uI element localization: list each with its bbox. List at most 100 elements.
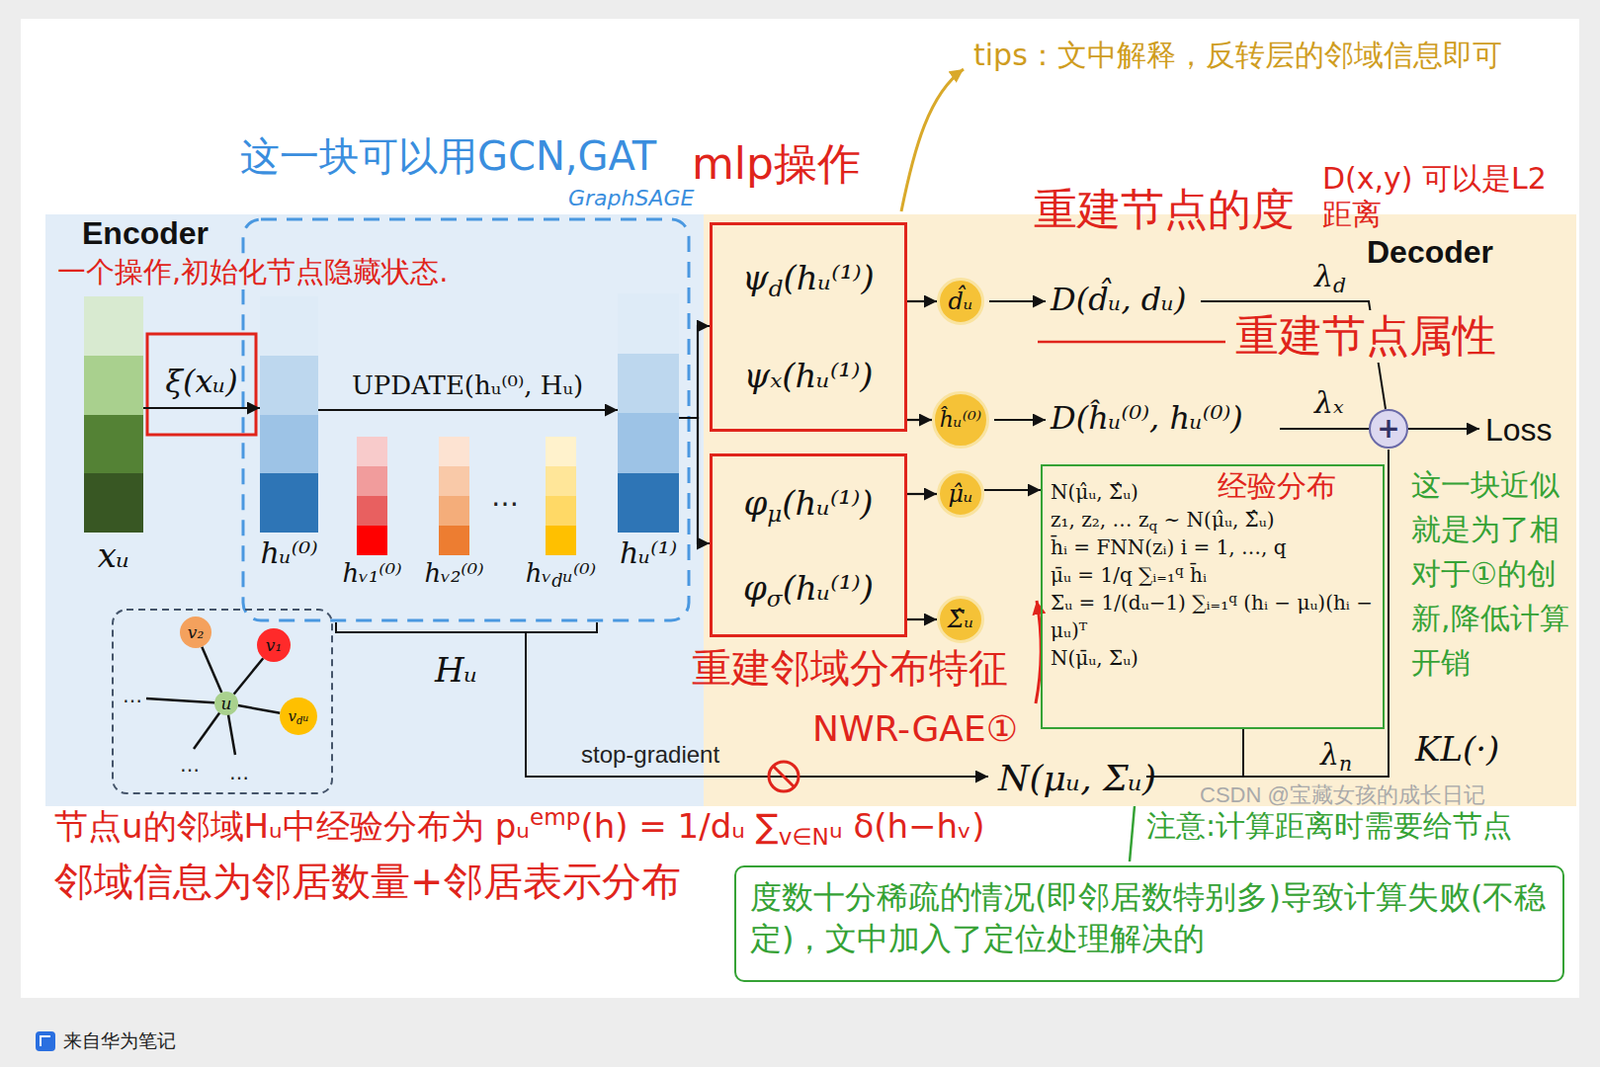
loss-term: D(d̂ᵤ, dᵤ)	[1050, 280, 1186, 319]
connector	[907, 618, 937, 621]
subscript: d	[1333, 273, 1347, 298]
subscript: d	[296, 715, 304, 727]
vector-label: xᵤ	[97, 536, 131, 576]
circle-label: v₁	[265, 637, 282, 655]
handwritten-note: 一个操作,初始化节点隐藏状态.	[57, 254, 448, 290]
function-label: ψₓ(hᵤ⁽¹⁾)	[743, 355, 873, 397]
handwritten-note: GraphSAGE	[568, 185, 694, 212]
vector-cell	[84, 415, 144, 475]
vector-label: hᵥdᵤ⁽⁰⁾	[525, 559, 596, 590]
decoder-background	[703, 214, 1577, 807]
vector-cell	[356, 466, 388, 497]
subscript: d	[768, 275, 784, 302]
handwritten-note: 这一块近似就是为了相对于①的创新,降低计算开销	[1411, 462, 1570, 685]
hidden-vector: hᵤ⁽¹⁾	[617, 293, 679, 533]
ellipsis: …	[179, 753, 200, 777]
app-icon	[35, 1031, 56, 1052]
ellipsis: …	[229, 760, 250, 785]
handwritten-note: tips：文中解释，反转层的邻域信息即可	[973, 37, 1552, 74]
handwritten-note: 注意:计算距离时需要给节点	[1146, 808, 1513, 844]
target-distribution: N(μᵤ, Σᵤ)	[998, 757, 1157, 800]
stop-sign	[768, 761, 799, 792]
red-underline	[1037, 340, 1226, 344]
connector	[984, 489, 1041, 492]
vector-cell	[438, 436, 470, 467]
app-icon-glyph	[40, 1036, 51, 1047]
circle-label: v₂	[187, 624, 204, 642]
handwritten-note: mlp操作	[691, 138, 861, 191]
edge-label: UPDATE(hᵤ⁽⁰⁾, Hᵤ)	[351, 371, 584, 402]
neighbor-bracket	[336, 622, 597, 633]
vector-cell	[259, 296, 319, 356]
function-label: ψd(hᵤ⁽¹⁾)	[742, 257, 875, 299]
watermark: CSDN @宝藏女孩的成长日记	[1199, 782, 1486, 809]
panel-heading: Encoder	[82, 215, 209, 253]
tips-pointer	[901, 69, 964, 212]
connector	[238, 705, 280, 714]
vector-cell	[356, 525, 388, 556]
vector-cell	[617, 293, 679, 354]
formula-line: μ̄ᵤ = 1/q ∑ᵢ₌₁q h̄ᵢ	[1050, 561, 1375, 590]
vector-cell	[438, 496, 470, 526]
handwritten-note: 重建节点的度	[1033, 183, 1295, 237]
encoder-background	[45, 214, 704, 807]
circle-label: vdᵤ	[288, 709, 310, 725]
loss-term: D(ĥᵤ⁽⁰⁾, hᵤ⁽⁰⁾)	[1050, 399, 1244, 437]
handwritten-note: 这一块可以用GCN,GAT	[240, 132, 657, 180]
superscript: q	[1175, 562, 1184, 579]
connector	[143, 407, 260, 410]
output-arrow	[989, 300, 1046, 303]
graph-node: u	[214, 691, 239, 716]
hidden-vector: hᵤ⁽⁰⁾	[259, 296, 319, 533]
mlp-box: φμ(hᵤ⁽¹⁾)φσ(hᵤ⁽¹⁾)	[709, 453, 908, 638]
neighbor-vector: hᵥ₁⁽⁰⁾	[356, 436, 388, 556]
formula-line: N(μ̄ᵤ, Σ̄ᵤ)	[1050, 644, 1375, 673]
superscript: q	[1228, 589, 1238, 606]
sampling-formula-box: N(μ̂ᵤ, Σ̂ᵤ)z₁, z₂, … zq ~ N(μ̂ᵤ, Σ̂ᵤ)h̄ᵢ…	[1040, 464, 1385, 730]
connector	[201, 647, 222, 693]
subscript: μ	[766, 501, 782, 527]
vector-cell	[545, 436, 577, 467]
weight-symbol: λₓ	[1314, 385, 1345, 422]
vector-cell	[84, 296, 144, 356]
vector-cell	[545, 525, 577, 556]
edge-label: ξ(xᵤ)	[165, 363, 238, 401]
output-label: Loss	[1485, 411, 1553, 449]
vector-cell	[259, 355, 319, 416]
output-circle: d̂ᵤ	[936, 277, 985, 326]
stop-sign-bar	[772, 765, 795, 788]
circle-label: Σ̂ᵤ	[947, 607, 975, 632]
note-box: 度数十分稀疏的情况(即邻居数特别多)导致计算失败(不稳定)，文中加入了定位处理解…	[734, 865, 1565, 983]
neighbor-vector: hᵥ₂⁽⁰⁾	[438, 436, 470, 556]
formula-line: h̄ᵢ = FNN(zᵢ) i = 1, …, q	[1050, 533, 1375, 562]
output-circle: Σ̂ᵤ	[936, 595, 985, 644]
function-label: φμ(hᵤ⁽¹⁾)	[743, 483, 873, 524]
input-vector: xᵤ	[84, 296, 144, 533]
subscript: d	[551, 571, 563, 591]
output-arrow	[994, 419, 1046, 422]
subscript: n	[1339, 752, 1352, 776]
circle-label: u	[221, 695, 233, 713]
vector-cell	[545, 466, 577, 497]
handwritten-note: D(x,y) 可以是L2距离	[1322, 161, 1570, 233]
vector-cell	[356, 436, 388, 467]
vector-label: hᵥ₂⁽⁰⁾	[423, 559, 484, 590]
panel-heading: Decoder	[1366, 234, 1494, 271]
connector	[907, 493, 937, 496]
loss-term-line	[1242, 729, 1245, 777]
subscript: v∈N	[778, 824, 830, 850]
connector	[678, 418, 710, 544]
handwritten-note: 邻域信息为邻居数量+邻居表示分布	[54, 857, 681, 906]
connector	[907, 300, 937, 303]
vector-cell	[438, 525, 470, 556]
subscript: σ	[766, 586, 783, 612]
handwritten-note: 重建节点属性	[1235, 310, 1497, 363]
handwritten-note: NWR-GAE①	[812, 707, 1018, 751]
loss-term-line	[1279, 427, 1369, 430]
handwritten-note: 度数十分稀疏的情况(即邻居数特别多)导致计算失败(不稳定)，文中加入了定位处理解…	[750, 877, 1549, 960]
vector-cell	[617, 473, 679, 534]
circle-label: +	[1376, 415, 1400, 443]
handwritten-note: 经验分布	[1217, 468, 1337, 505]
highlight-box	[147, 334, 256, 435]
